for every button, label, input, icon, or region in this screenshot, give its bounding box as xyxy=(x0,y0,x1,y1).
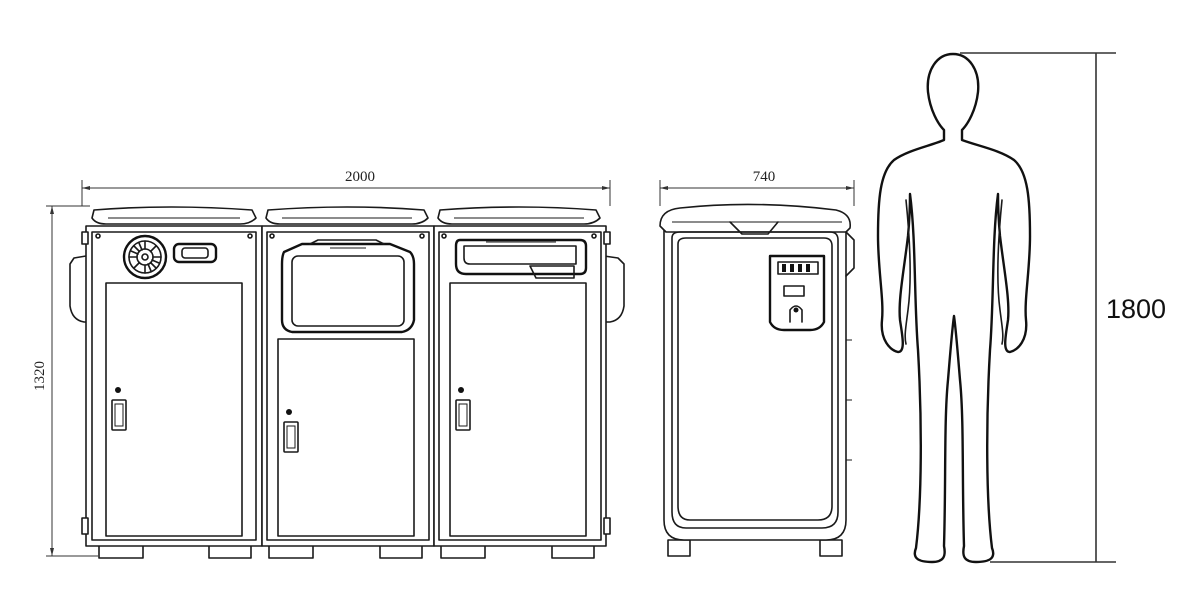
side-body xyxy=(663,225,847,541)
bin-unit-right xyxy=(433,206,607,547)
wide-slot-opening xyxy=(454,238,588,279)
handle-icon xyxy=(111,399,127,431)
side-brackets xyxy=(81,231,611,535)
lock-icon xyxy=(115,387,121,393)
height-label: 1320 xyxy=(32,361,48,391)
depth-dimension: 740 xyxy=(659,169,855,206)
lid xyxy=(91,206,257,225)
lock-icon xyxy=(458,387,464,393)
waste-flap xyxy=(280,239,416,334)
lock-icon xyxy=(286,409,292,415)
side-lid xyxy=(659,203,852,233)
front-view xyxy=(69,206,625,559)
bin-unit-middle xyxy=(261,206,435,547)
side-view xyxy=(659,203,855,557)
card-reader-icon xyxy=(172,242,218,264)
human-height-label: 1800 xyxy=(1106,294,1166,324)
card-reader-icon xyxy=(768,254,826,332)
right-side-bag-holder xyxy=(601,255,625,323)
height-dimension: 1320 xyxy=(32,205,98,557)
width-label: 2000 xyxy=(345,169,375,185)
lid xyxy=(265,206,429,225)
width-dimension: 2000 xyxy=(81,169,611,206)
bin-unit-left xyxy=(85,206,263,547)
handle-icon xyxy=(455,399,471,431)
human-silhouette-icon xyxy=(876,52,1032,564)
depth-label: 740 xyxy=(753,169,776,185)
lid xyxy=(437,206,601,225)
handle-icon xyxy=(283,421,299,453)
human-height-dimension: 1800 xyxy=(960,52,1166,563)
fan-vent-icon xyxy=(122,234,168,280)
